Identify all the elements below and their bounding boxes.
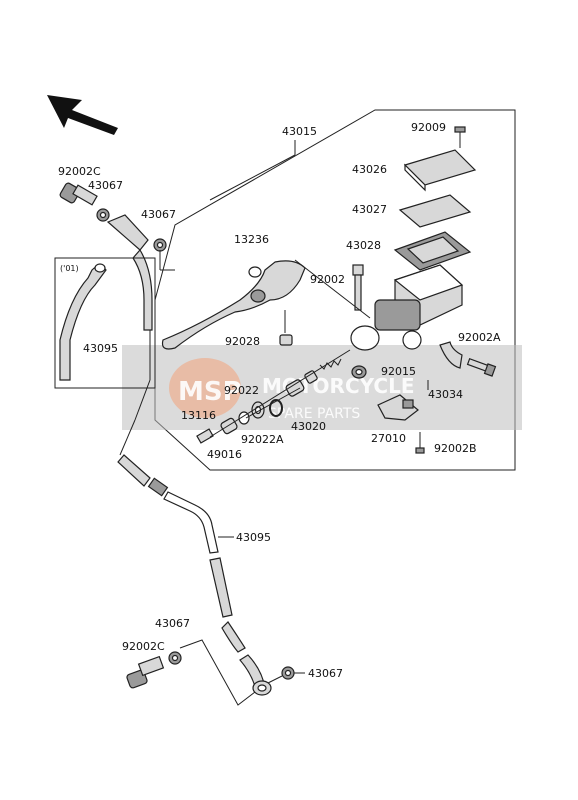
- circlip-92022: [269, 399, 283, 417]
- part-labels: 43015 92009 43026 43027 43028 13236 9200…: [58, 121, 501, 680]
- label-92002C-bottom: 92002C: [122, 640, 165, 653]
- leader-lines: [119, 250, 429, 456]
- label-43067-top-1: 43067: [88, 179, 123, 192]
- banjo-bolt-bottom: [126, 655, 165, 689]
- label-43095: 43095: [236, 531, 271, 544]
- lower-hose: [117, 454, 266, 691]
- watermark-logo: MSP: [178, 377, 242, 407]
- banjo-fitting-bottom: [252, 680, 272, 696]
- washer-top-1: [96, 208, 110, 222]
- front-direction-arrow-icon: [47, 95, 118, 135]
- label-43026: 43026: [352, 163, 387, 176]
- cap-plate: [398, 194, 472, 228]
- label-92022A: 92022A: [241, 433, 284, 446]
- label-92002C-top: 92002C: [58, 165, 101, 178]
- washer-top-2: [153, 238, 167, 252]
- pivot-bolt: [352, 264, 364, 311]
- label-43028: 43028: [346, 239, 381, 252]
- label-92002B: 92002B: [434, 442, 477, 455]
- label-92002: 92002: [310, 273, 345, 286]
- label-13116: 13116: [181, 409, 216, 422]
- label-92028: 92028: [225, 335, 260, 348]
- label-43034: 43034: [428, 388, 463, 401]
- reservoir-screw: [454, 126, 466, 148]
- reservoir-cap: [403, 149, 477, 192]
- switch-screw: [415, 432, 425, 454]
- label-92002A: 92002A: [458, 331, 501, 344]
- inset-box-01: [54, 257, 156, 389]
- washer-bottom-2: [281, 666, 295, 680]
- label-01: ('01): [60, 264, 79, 273]
- handlebar-clamp: [439, 341, 463, 369]
- label-43020: 43020: [291, 420, 326, 433]
- washer-92015: [351, 365, 367, 379]
- washer-bottom-1: [168, 651, 182, 665]
- label-92022: 92022: [224, 384, 259, 397]
- piston-kit: [285, 358, 342, 397]
- clutch-lever: [161, 260, 306, 350]
- label-43067-bottom-1: 43067: [155, 617, 190, 630]
- clamp-bolt-a: [466, 357, 497, 377]
- label-43095-inset: 43095: [83, 342, 118, 355]
- label-13236: 13236: [234, 233, 269, 246]
- watermark-line2: SPARE PARTS: [268, 406, 360, 422]
- label-92015: 92015: [381, 365, 416, 378]
- clutch-switch: [377, 394, 419, 421]
- label-43027: 43027: [352, 203, 387, 216]
- label-92009: 92009: [411, 121, 446, 134]
- label-43067-bottom-2: 43067: [308, 667, 343, 680]
- pivot-nut-92028: [279, 334, 293, 346]
- lower-leader-lines: [179, 536, 305, 706]
- diaphragm: [393, 231, 472, 271]
- label-43015: 43015: [282, 125, 317, 138]
- push-rod-13116: [196, 428, 214, 444]
- label-27010: 27010: [371, 432, 406, 445]
- label-43067-top-2: 43067: [141, 208, 176, 221]
- banjo-bolt-top: [59, 182, 98, 206]
- hose-fitting-top: [106, 214, 153, 331]
- master-cylinder-body: [350, 264, 464, 351]
- label-49016: 49016: [207, 448, 242, 461]
